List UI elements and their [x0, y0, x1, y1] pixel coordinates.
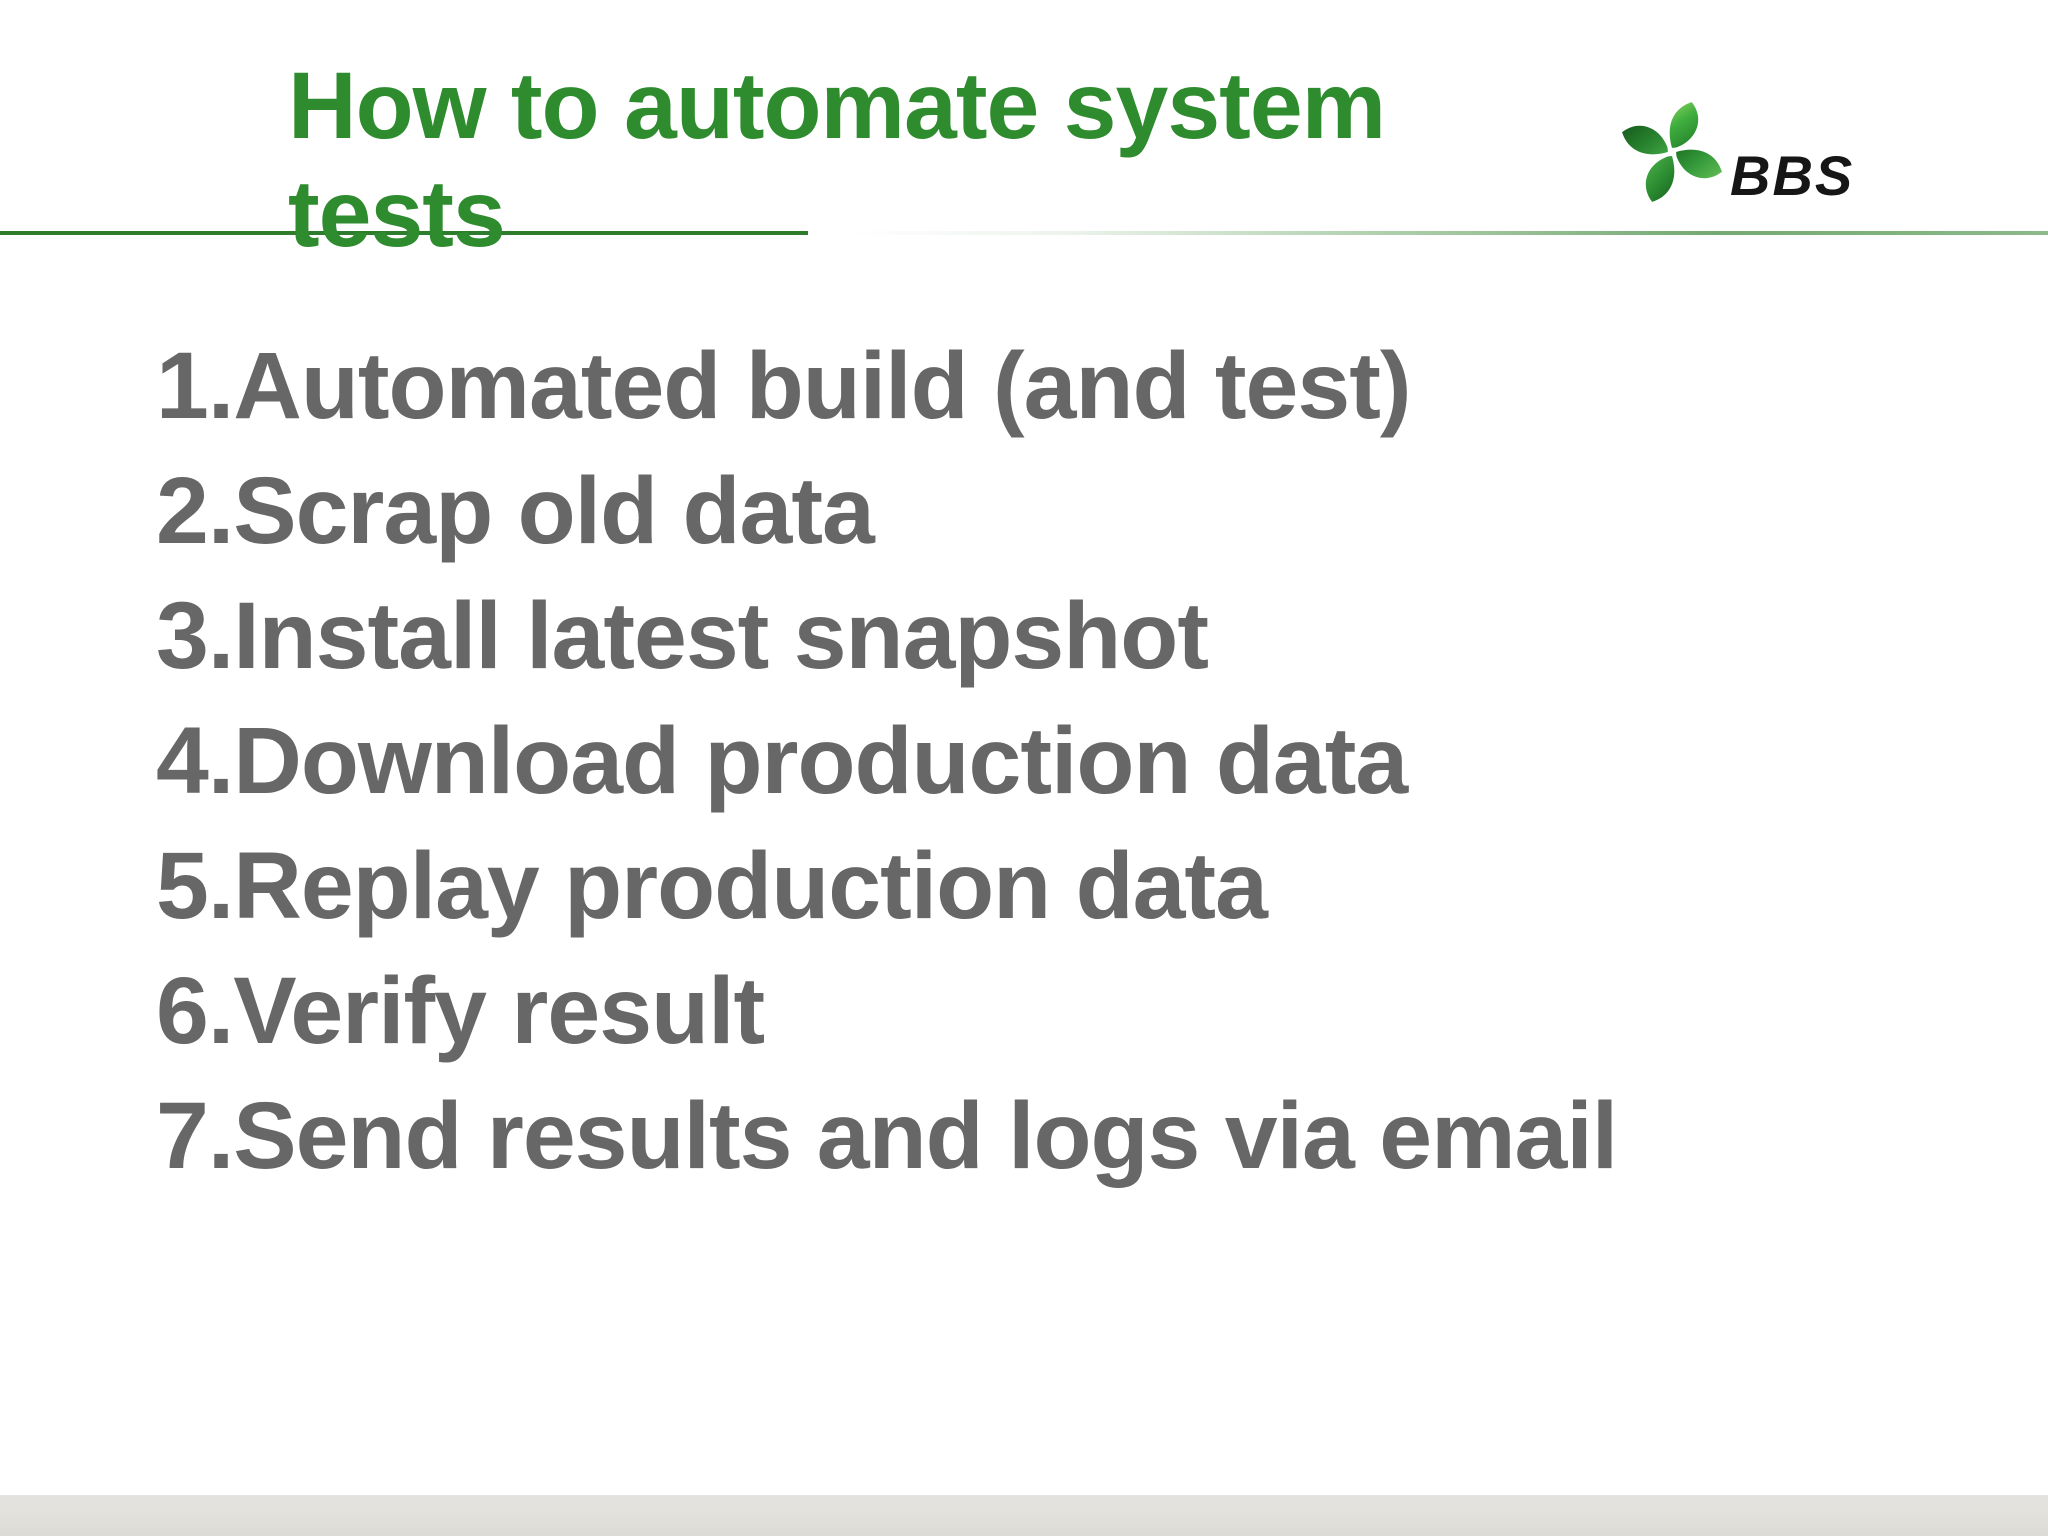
- slide-title-line-1: How to automate system: [288, 53, 1386, 159]
- steps-list: 1.Automated build (and test) 2.Scrap old…: [156, 324, 1618, 1199]
- list-item: 5.Replay production data: [156, 833, 1268, 939]
- bbs-wordmark: BBS: [1730, 144, 1855, 207]
- footer-bar: [0, 1495, 2048, 1536]
- list-item: 4.Download production data: [156, 708, 1408, 814]
- bbs-logo: BBS: [1620, 98, 1950, 210]
- slide-title: How to automate system tests: [288, 52, 1386, 268]
- list-item: 2.Scrap old data: [156, 458, 875, 564]
- decorative-rule-gradient: [845, 231, 2048, 235]
- list-item: 7.Send results and logs via email: [156, 1083, 1618, 1189]
- list-item: 3.Install latest snapshot: [156, 583, 1209, 689]
- bbs-pinwheel-logo-icon: [1622, 102, 1722, 202]
- list-item: 1.Automated build (and test): [156, 333, 1412, 439]
- list-item: 6.Verify result: [156, 958, 765, 1064]
- slide-title-line-2: tests: [288, 161, 506, 267]
- title-underline-rule: [0, 231, 808, 235]
